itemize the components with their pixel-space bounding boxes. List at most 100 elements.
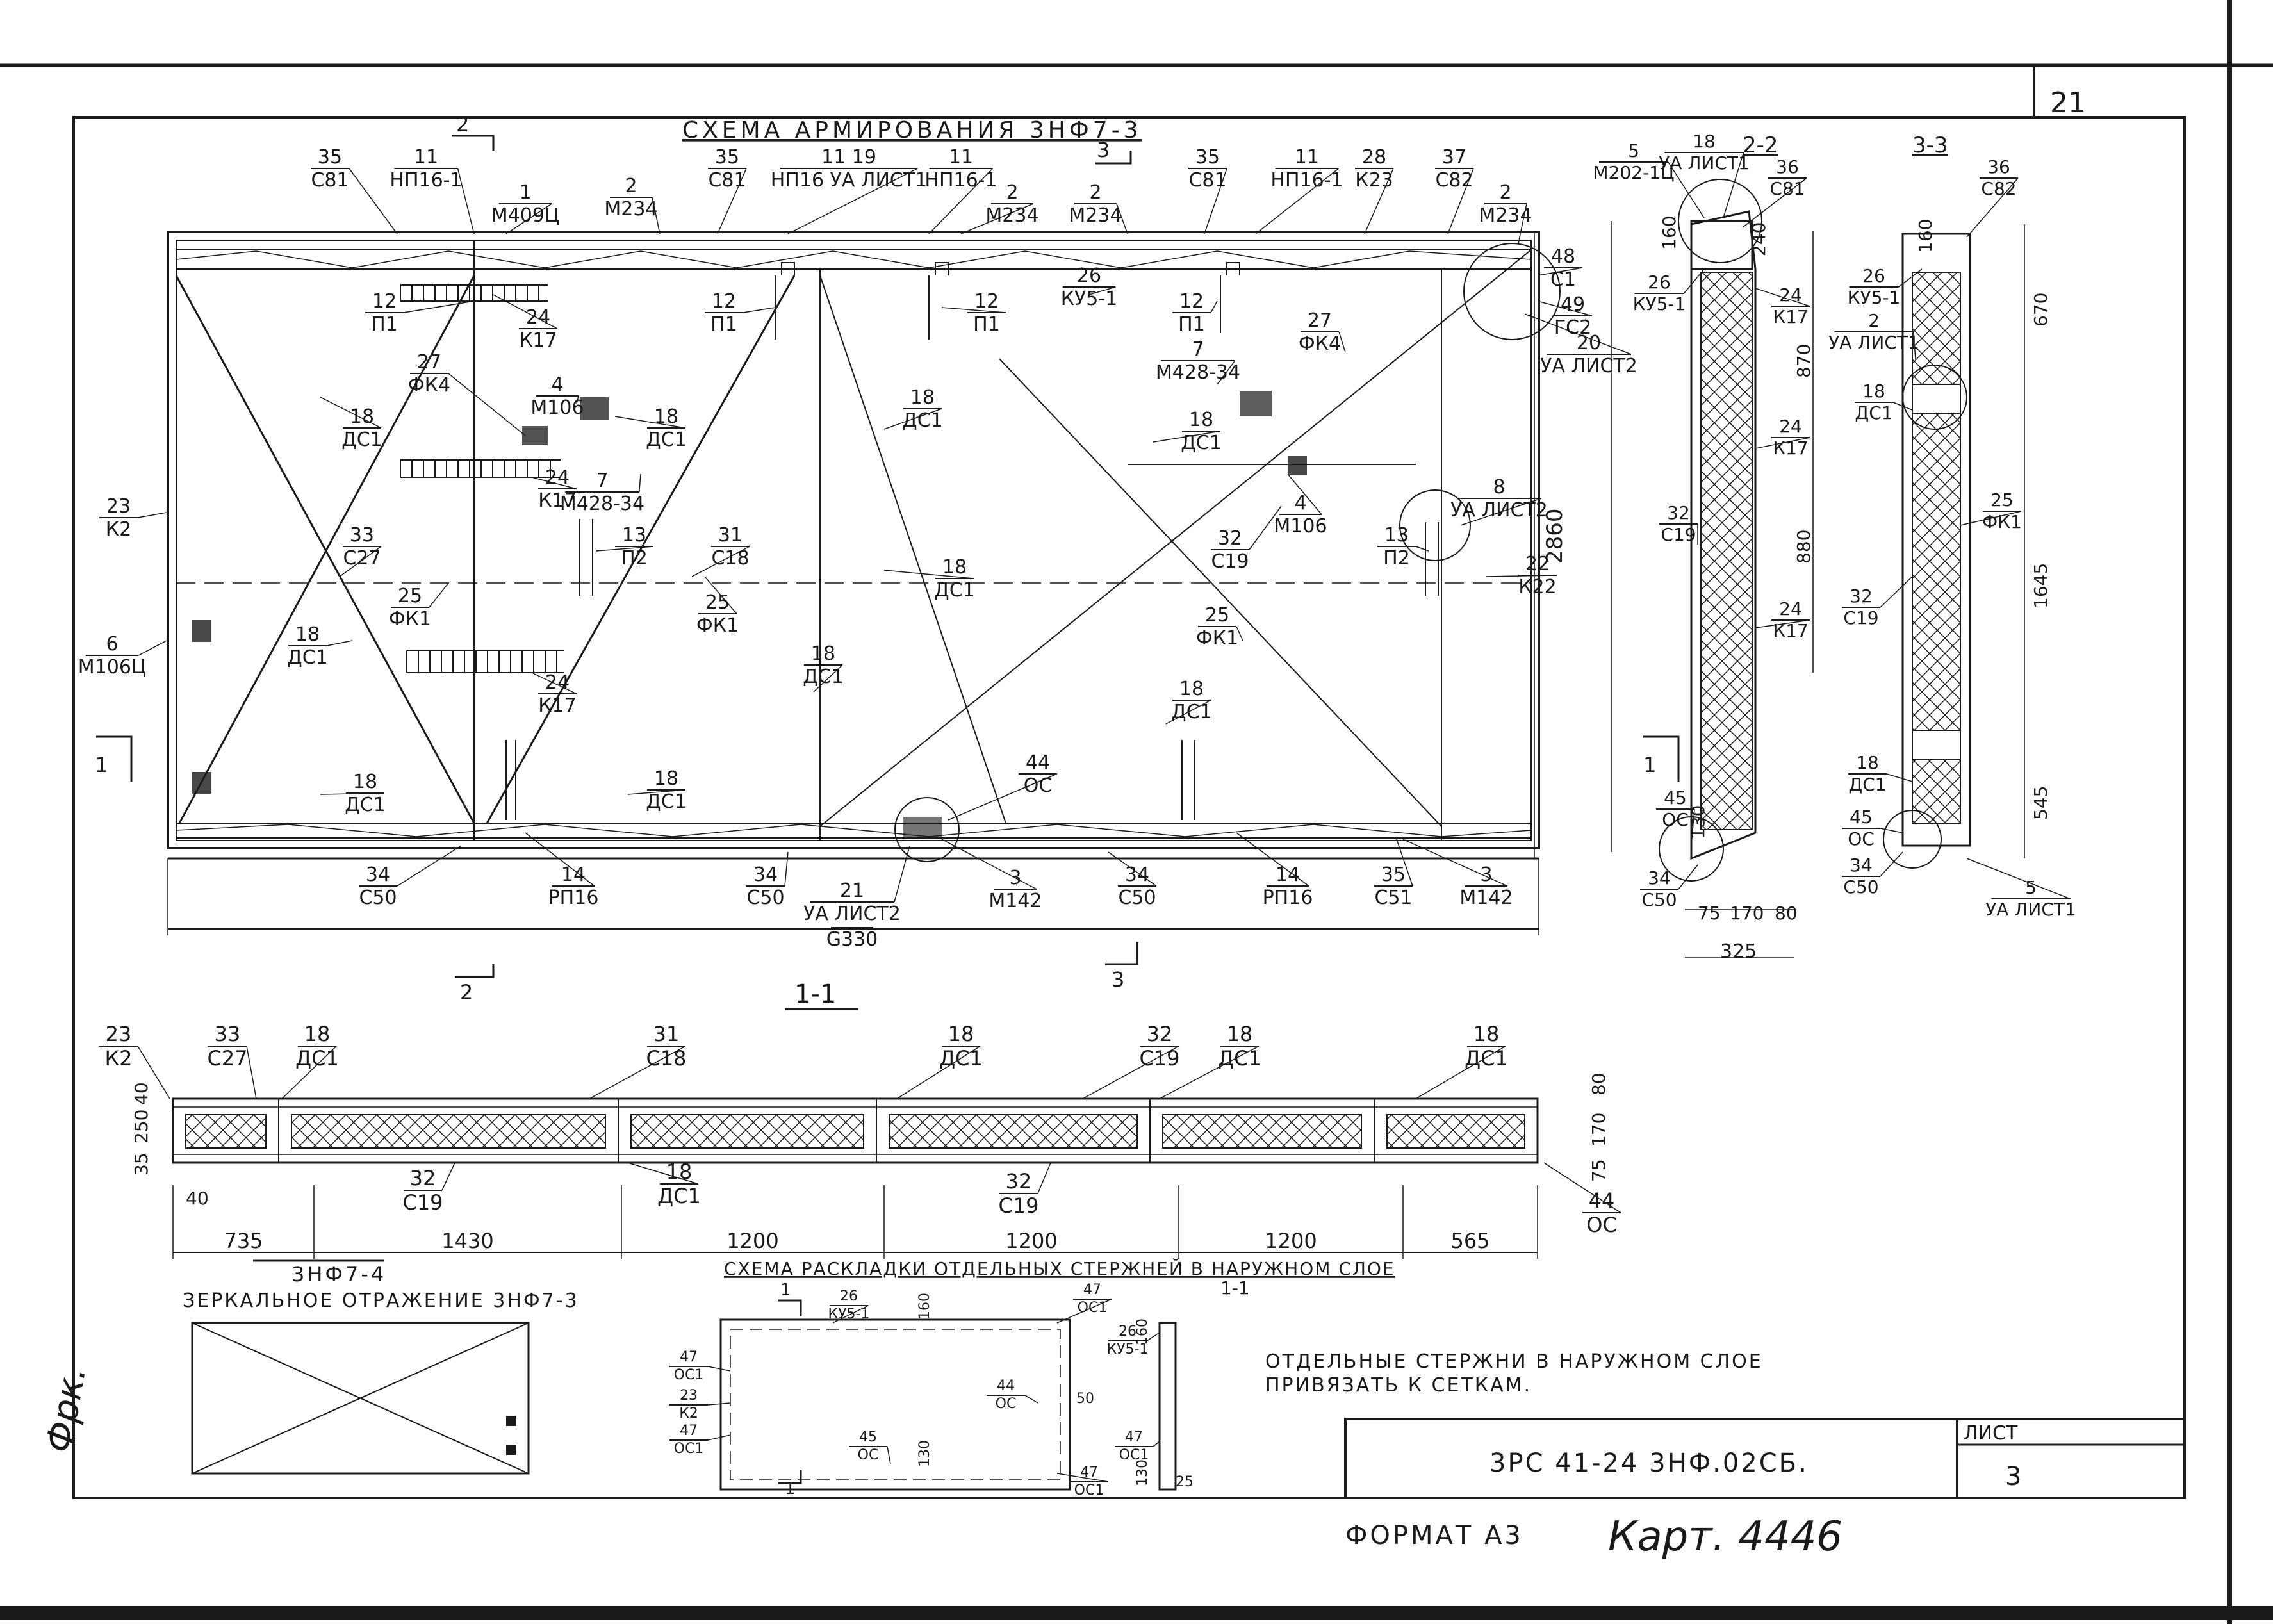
callout-number: 35: [1195, 146, 1220, 168]
callout-code: П1: [1178, 313, 1205, 336]
callout-code: С19: [1211, 550, 1249, 573]
callout-code: ДС1: [1465, 1046, 1508, 1070]
insulation-block: [889, 1114, 1138, 1149]
dim-vertical: 130: [1687, 805, 1709, 839]
callout-number: 12: [1179, 290, 1204, 313]
callout-number: 11: [1295, 146, 1319, 168]
callout-code: ДС1: [1855, 402, 1892, 423]
section-mark-1-right: 1: [1643, 753, 1656, 777]
callout-number: 36: [1987, 156, 2010, 177]
callout-number: 31: [718, 524, 743, 546]
callout-number: 18: [654, 406, 678, 428]
callout-code: П1: [710, 313, 737, 336]
callout-number: 34: [1850, 855, 1873, 876]
callout-code: ДС1: [1181, 432, 1221, 454]
callout-code: М409Ц: [491, 204, 559, 227]
callout-number: 25: [705, 591, 730, 614]
layout-dim: 130: [917, 1440, 933, 1467]
callout-number: 45: [859, 1429, 877, 1445]
callout-code: РП16: [548, 887, 599, 909]
callout-number: 25: [1990, 489, 2014, 511]
note-line-2: ПРИВЯЗАТЬ К СЕТКАМ.: [1265, 1374, 1532, 1397]
dim-vertical: 240: [1748, 222, 1769, 256]
layout-dim: 160: [917, 1293, 933, 1320]
callout-code: НП16-1: [390, 169, 462, 192]
callout-code: С1: [1550, 268, 1576, 291]
callout-number: 44: [1026, 751, 1050, 774]
callout-number: 34: [753, 864, 778, 886]
callout-code: ФК4: [1299, 332, 1341, 355]
callout: 5УА ЛИСТ1: [1966, 858, 2076, 920]
callout-code: ДС1: [1171, 701, 1211, 723]
layout-mark-1-top: 1: [780, 1281, 791, 1300]
layout-section-mark: 1-1: [1220, 1277, 1250, 1299]
callout-number: 18: [1189, 409, 1213, 431]
note-line-1: ОТДЕЛЬНЫЕ СТЕРЖНИ В НАРУЖНОМ СЛОЕ: [1265, 1350, 1763, 1373]
callout-code: П2: [1383, 547, 1410, 570]
dim-left: 40: [131, 1082, 152, 1105]
callout-code: С50: [1843, 876, 1878, 898]
callout-number: 25: [1205, 604, 1229, 627]
callout-number: 26: [840, 1288, 858, 1304]
callout: 8УА ЛИСТ2: [1450, 476, 1548, 526]
dim-bottom: 1200: [1005, 1229, 1057, 1253]
callout-code: М106: [530, 397, 584, 419]
callout-code: ОС: [1662, 809, 1689, 830]
callout-number: 12: [974, 290, 999, 313]
callout-code: М428-34: [560, 493, 644, 515]
callout-code: ОС1: [674, 1367, 704, 1383]
callout-code: ОС: [996, 1396, 1017, 1412]
callout-number: 2: [1499, 181, 1511, 204]
callout-code: К17: [538, 694, 576, 717]
callout-number: 35: [1381, 864, 1406, 886]
callout-number: 45: [1850, 807, 1873, 828]
sheet-label: ЛИСТ: [1964, 1422, 2018, 1445]
layout-callouts: 26КУ5-147ОС147ОС123К247ОС144ОС45ОС47ОС12…: [669, 1282, 1160, 1498]
callout-code: КУ5-1: [1061, 288, 1118, 310]
callout-code: УА ЛИСТ2: [803, 903, 901, 925]
callout-code: М106Ц: [78, 656, 146, 678]
mirror-view: 3НФ7-4 ЗЕРКАЛЬНОЕ ОТРАЖЕНИЕ 3НФ7-3: [183, 1259, 577, 1475]
layout-dim: 25: [1176, 1474, 1194, 1490]
callout-number: 26: [1862, 265, 1885, 286]
callout-code: УА ЛИСТ1: [1828, 332, 1919, 353]
dim-vertical: 870: [1793, 344, 1814, 378]
callout-number: 18: [304, 1022, 331, 1046]
callout-number: 18: [910, 386, 935, 409]
callout-number: 12: [712, 290, 736, 313]
callout-number: 7: [596, 470, 608, 492]
callout-code: М234: [1479, 204, 1532, 227]
layout-title: СХЕМА РАСКЛАДКИ ОТДЕЛЬНЫХ СТЕРЖНЕЙ В НАР…: [724, 1258, 1395, 1279]
callout-code: С18: [711, 547, 749, 570]
callout-code: С81: [1769, 178, 1805, 199]
